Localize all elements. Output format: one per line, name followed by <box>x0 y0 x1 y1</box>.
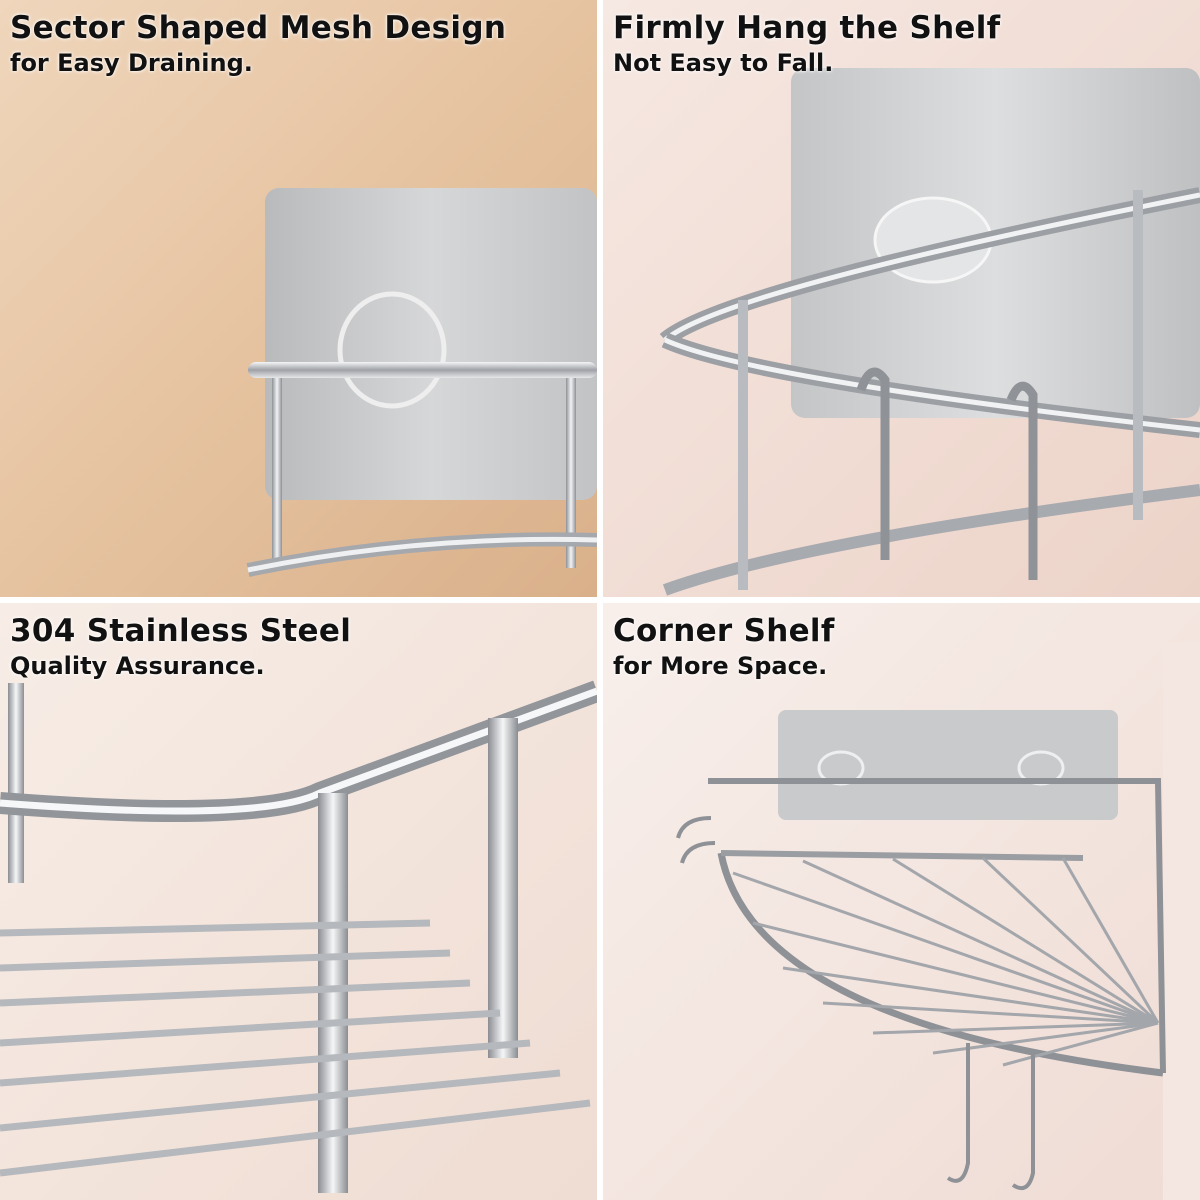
panel-firmly-hang: Firmly Hang the Shelf Not Easy to Fall. <box>603 0 1200 597</box>
hanging-shelf-photo <box>603 0 1200 597</box>
panel-corner-shelf: Corner Shelf for More Space. <box>603 603 1200 1200</box>
corner-shelf-photo <box>603 603 1200 1200</box>
panel-subtitle: for Easy Draining. <box>10 49 253 77</box>
sector-mesh-photo <box>0 0 597 597</box>
caption-firmly-hang: Firmly Hang the Shelf Not Easy to Fall. <box>613 8 1000 78</box>
panel-title: 304 Stainless Steel <box>10 613 352 649</box>
panel-stainless-steel: 304 Stainless Steel Quality Assurance. <box>0 603 597 1200</box>
panel-sector-mesh: Sector Shaped Mesh Design for Easy Drain… <box>0 0 597 597</box>
panel-subtitle: Not Easy to Fall. <box>613 49 834 77</box>
panel-subtitle: for More Space. <box>613 652 828 680</box>
panel-title: Firmly Hang the Shelf <box>613 10 1001 46</box>
caption-corner-shelf: Corner Shelf for More Space. <box>613 611 835 681</box>
caption-stainless-steel: 304 Stainless Steel Quality Assurance. <box>10 611 351 681</box>
panel-subtitle: Quality Assurance. <box>10 652 265 680</box>
stainless-steel-photo <box>0 603 597 1200</box>
panel-title: Corner Shelf <box>613 613 835 649</box>
caption-sector-mesh: Sector Shaped Mesh Design for Easy Drain… <box>10 8 506 78</box>
panel-title: Sector Shaped Mesh Design <box>10 10 507 46</box>
